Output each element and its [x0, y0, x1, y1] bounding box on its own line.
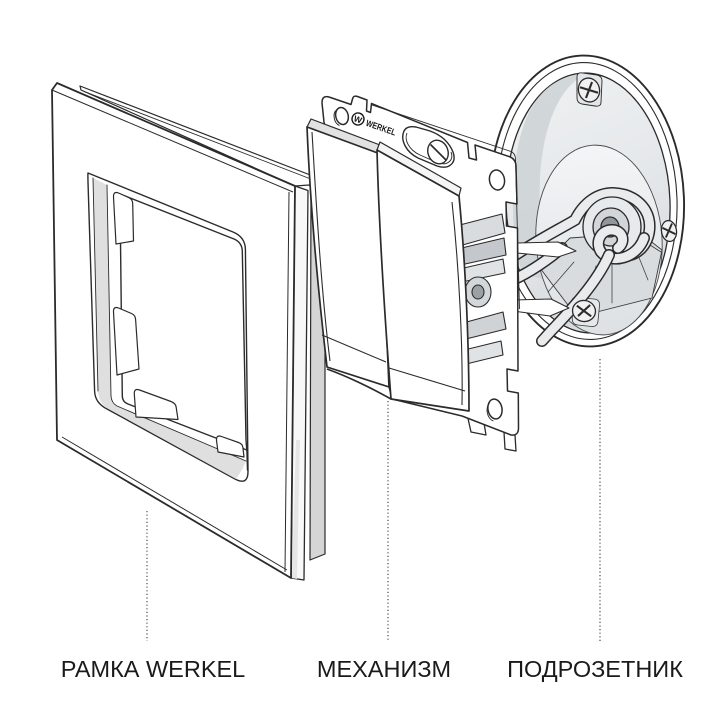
svg-text:РАМКА WERKEL: РАМКА WERKEL: [61, 656, 246, 682]
svg-text:ПОДРОЗЕТНИК: ПОДРОЗЕТНИК: [507, 656, 683, 682]
svg-text:МЕХАНИЗМ: МЕХАНИЗМ: [317, 656, 451, 682]
svg-text:W: W: [352, 113, 364, 125]
